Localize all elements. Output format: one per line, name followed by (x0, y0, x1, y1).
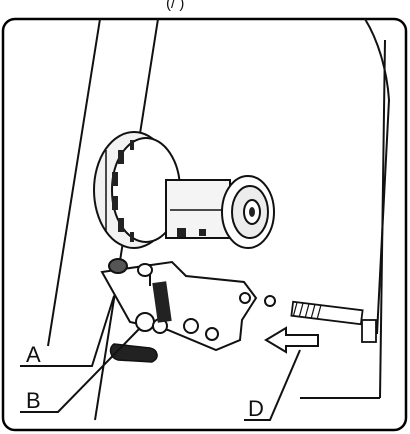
leader-b (20, 327, 141, 413)
diagram-frame (1, 17, 408, 432)
motor-assembly (93, 131, 275, 249)
lever-handle (109, 343, 158, 363)
frame-rails (47, 18, 391, 421)
insert-direction-arrow (264, 326, 319, 354)
callout-label-d: D (248, 396, 264, 421)
bolt (290, 300, 377, 343)
callout-label-b: B (26, 388, 41, 413)
leader-d (244, 349, 301, 421)
top-clipped-text: (/ ) (166, 0, 184, 12)
leader-a (20, 295, 115, 367)
tilt-mechanism (100, 258, 276, 352)
callout-label-a: A (26, 342, 41, 367)
leader-lines (20, 295, 301, 421)
